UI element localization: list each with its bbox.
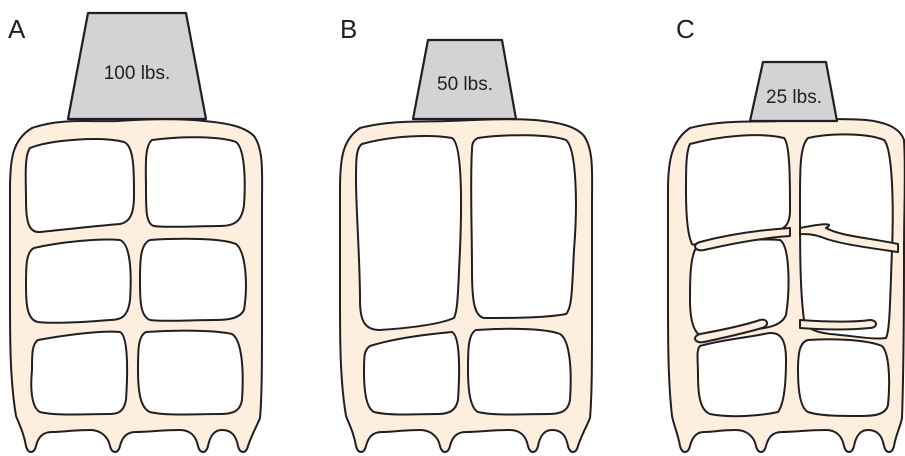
panel-b-pore — [468, 329, 571, 415]
panel-a-pore — [140, 239, 246, 321]
panel-c-broken-trabecula — [800, 320, 876, 330]
panel-a: A 100 lbs. — [8, 13, 262, 452]
panel-a-pore — [26, 239, 131, 322]
panel-b-pore — [356, 136, 461, 330]
panel-c-pore — [698, 333, 787, 416]
panel-a-pore — [31, 332, 127, 415]
panel-c-pore — [690, 239, 788, 336]
panel-a-letter: A — [8, 14, 26, 44]
panel-a-pore — [138, 331, 243, 415]
panel-b: B 50 lbs. — [340, 14, 592, 452]
panel-b-letter: B — [340, 14, 357, 44]
panel-b-pore — [364, 332, 459, 415]
panel-b-weight-label: 50 lbs. — [437, 74, 493, 95]
panel-c-letter: C — [676, 14, 695, 44]
panel-c-pore — [798, 339, 889, 416]
panel-b-pore — [471, 135, 576, 318]
panel-c: C 25 lbs. — [668, 14, 905, 452]
panel-a-weight-label: 100 lbs. — [104, 63, 171, 84]
panel-c-pore — [686, 135, 790, 245]
panel-c-weight-label: 25 lbs. — [766, 87, 822, 108]
panel-a-pore — [146, 137, 245, 227]
panel-a-pore — [26, 139, 134, 232]
